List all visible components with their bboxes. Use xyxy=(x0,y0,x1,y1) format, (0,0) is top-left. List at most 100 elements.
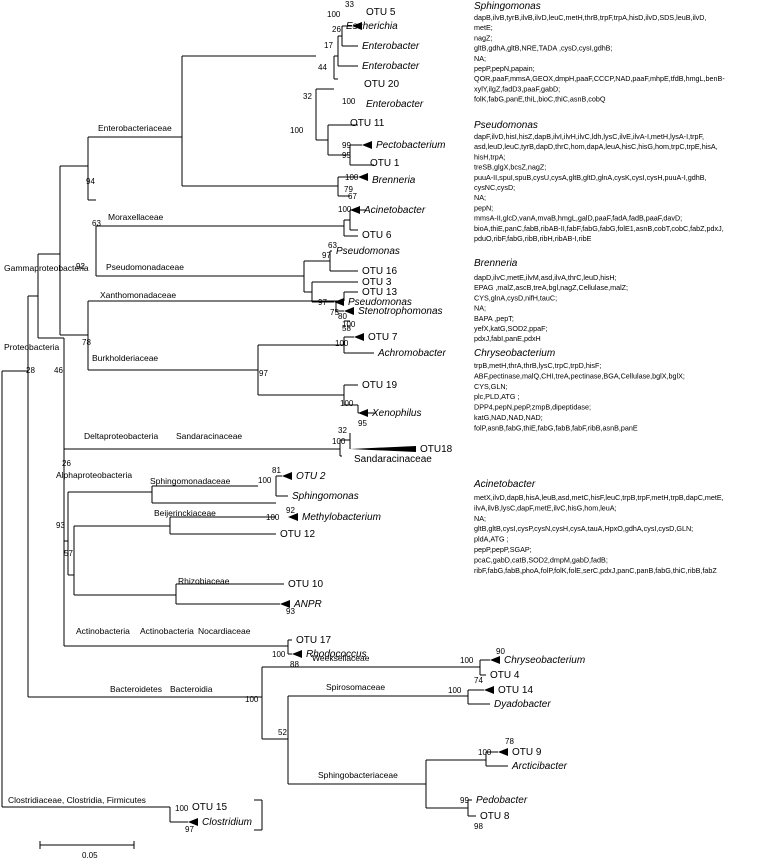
taxon-sphingobacteriaceae: Sphingobacteriaceae xyxy=(318,770,398,780)
taxon-deltaproteobacteria: Deltaproteobacteria xyxy=(84,431,158,441)
bootstrap-value: 57 xyxy=(64,549,73,558)
leaf-otu6: OTU 6 xyxy=(362,230,392,241)
bootstrap-value: 63 xyxy=(328,241,337,250)
gene-line: pduO,ribF,fabG,ribB,ribH,ribAB-I,ribE xyxy=(474,234,592,243)
taxon-rhizobiaceae: Rhizobiaceae xyxy=(178,576,230,586)
leaf-clostridium: Clostridium xyxy=(202,817,252,828)
leaf-otu20: OTU 20 xyxy=(364,79,399,90)
bootstrap-value: 100 xyxy=(332,437,346,446)
bootstrap-value: 26 xyxy=(62,459,71,468)
taxon-moraxellaceae: Moraxellaceae xyxy=(108,212,164,222)
gene-lines: dapF,ilvD,hisI,hisZ,dapB,ilvI,ilvH,ilvC,… xyxy=(474,132,724,243)
gene-line: folP,asnB,fabG,thiE,fabG,fabB,fabF,ribB,… xyxy=(474,423,638,432)
gene-line: asd,leuD,leuC,tyrB,dapD,thrC,hom,dapA,le… xyxy=(474,142,718,151)
taxon-alphaproteobacteria: Alphaproteobacteria xyxy=(56,470,132,480)
gene-title: Sphingomonas xyxy=(474,1,541,12)
leaf-brenneria: Brenneria xyxy=(372,175,416,186)
taxon-actinobacteria-phylum: Actinobacteria xyxy=(76,626,130,636)
gene-line: nagZ; xyxy=(474,33,492,42)
leaf-enterobacter-c: Enterobacter xyxy=(366,99,424,110)
leaf-pectobacterium: Pectobacterium xyxy=(376,140,445,151)
leaf-otu1: OTU 1 xyxy=(370,158,400,169)
bootstrap-value: 78 xyxy=(505,737,514,746)
bootstrap-value: 90 xyxy=(496,647,505,656)
gene-line: yefX,katG,SOD2,ppaF; xyxy=(474,324,548,333)
gene-line: dapD,ilvC,metE,ilvM,asd,ilvA,thrC,leuD,h… xyxy=(474,273,617,282)
clade-triangle-otu9 xyxy=(498,748,508,756)
leaf-labels: OTU 5 Escherichia Enterobacter Enterobac… xyxy=(192,7,585,828)
gene-line: trpB,metH,thrA,thrB,lysC,trpC,trpD,hisF; xyxy=(474,361,601,370)
gene-line: gltB,gdhA,gltB,NRE,TADA ,cysD,cysI,gdhB; xyxy=(474,44,612,53)
taxon-spirosomaceae: Spirosomaceae xyxy=(326,682,385,692)
bootstrap-value: 88 xyxy=(290,660,299,669)
bootstrap-value: 81 xyxy=(272,466,281,475)
bootstrap-value: 100 xyxy=(342,320,356,329)
leaf-enterobacter-a: Enterobacter xyxy=(362,41,420,52)
gene-title: Acinetobacter xyxy=(473,479,536,490)
leaf-enterobacter-b: Enterobacter xyxy=(362,61,420,72)
bootstrap-value: 100 xyxy=(340,399,354,408)
bootstrap-value: 32 xyxy=(338,426,347,435)
leaf-otu15: OTU 15 xyxy=(192,802,227,813)
clade-triangle-pseudomonas-b xyxy=(334,298,344,306)
leaf-otu5: OTU 5 xyxy=(366,7,396,18)
bootstrap-value: 100 xyxy=(266,513,280,522)
gene-panel-brenneria: Brenneria dapD,ilvC,metE,ilvM,asd,ilvA,t… xyxy=(474,258,628,343)
leaf-otu10: OTU 10 xyxy=(288,579,323,590)
leaf-rhodococcus: Rhodococcus xyxy=(306,649,367,660)
clade-triangle-stenotrophomonas xyxy=(344,307,354,315)
leaf-sandaracinaceae: Sandaracinaceae xyxy=(354,454,432,465)
bootstrap-value: 100 xyxy=(258,476,272,485)
gene-line: cysNC,cysD; xyxy=(474,183,515,192)
bootstrap-value: 92 xyxy=(286,506,295,515)
taxon-xanthomonadaceae: Xanthomonadaceae xyxy=(100,290,176,300)
gene-lines: dapD,ilvC,metE,ilvM,asd,ilvA,thrC,leuD,h… xyxy=(474,273,628,343)
bootstrap-value: 100 xyxy=(342,97,356,106)
taxon-bacteroidetes: Bacteroidetes xyxy=(110,684,162,694)
gene-line: NA; xyxy=(474,514,486,523)
gene-line: folK,fabG,panE,thiL,bioC,thiC,asnB,cobQ xyxy=(474,95,606,104)
bootstrap-value: 33 xyxy=(345,0,354,9)
leaf-pseudomonas-a: Pseudomonas xyxy=(336,246,400,257)
gene-line: pepP,pepP,SGAP; xyxy=(474,545,532,554)
taxon-burkholderiaceae: Burkholderiaceae xyxy=(92,353,158,363)
gene-title: Chryseobacterium xyxy=(474,348,555,359)
gene-line: plc,PLD,ATG ; xyxy=(474,392,519,401)
gene-line: pdxJ,fabI,panE,pdxH xyxy=(474,334,541,343)
bootstrap-value: 97 xyxy=(185,825,194,834)
bootstrap-value: 100 xyxy=(478,748,492,757)
bootstrap-value: 95 xyxy=(342,151,351,160)
taxon-beijerinckiaceae: Beijerinckiaceae xyxy=(154,508,216,518)
bootstrap-value: 93 xyxy=(286,607,295,616)
bootstrap-values: 33 100 26 17 44 32 100 100 99 95 94 100 … xyxy=(26,0,514,834)
bootstrap-value: 100 xyxy=(245,695,259,704)
taxon-gammaproteobacteria: Gammaproteobacteria xyxy=(4,263,89,273)
leaf-otu17: OTU 17 xyxy=(296,635,331,646)
taxon-bacteroidia: Bacteroidia xyxy=(170,684,213,694)
clade-triangle-brenneria xyxy=(358,173,368,181)
gene-line: NA; xyxy=(474,304,486,313)
leaf-xenophilus: Xenophilus xyxy=(371,408,421,419)
bootstrap-value: 44 xyxy=(318,63,327,72)
gene-panel-pseudomonas: Pseudomonas dapF,ilvD,hisI,hisZ,dapB,ilv… xyxy=(474,120,724,243)
leaf-chryseobacterium: Chryseobacterium xyxy=(504,655,585,666)
leaf-methylobacterium: Methylobacterium xyxy=(302,512,381,523)
gene-line: mmsA-II,glcD,vanA,mvaB,hmgL,galD,paaF,fa… xyxy=(474,214,682,223)
bootstrap-value: 97 xyxy=(318,298,327,307)
clade-triangle-otu18 xyxy=(350,446,416,452)
bootstrap-value: 95 xyxy=(358,419,367,428)
bootstrap-value: 100 xyxy=(335,339,349,348)
gene-line: BAPA ,pepT; xyxy=(474,314,514,323)
taxon-weeksellaceae: Weeksellaceae xyxy=(312,653,370,663)
bootstrap-value: 28 xyxy=(26,366,35,375)
clade-triangle-acinetobacter xyxy=(350,206,360,214)
leaf-otu3: OTU 3 xyxy=(362,277,392,288)
leaf-anpr: ANPR xyxy=(293,599,322,610)
gene-line: bioA,thiE,panC,fabB,ribAB-II,fabF,fabG,f… xyxy=(474,224,724,233)
gene-line: gltB,gltB,cysI,cysP,cysN,cysH,cysA,tauA,… xyxy=(474,524,693,533)
gene-line: EPAG ,malZ,ascB,treA,bgl,nagZ,Cellulase,… xyxy=(474,283,628,292)
bootstrap-value: 52 xyxy=(278,728,287,737)
leaf-escherichia: Escherichia xyxy=(346,21,398,32)
gene-line: treSB,glgX,bcsZ,nagZ; xyxy=(474,163,546,172)
